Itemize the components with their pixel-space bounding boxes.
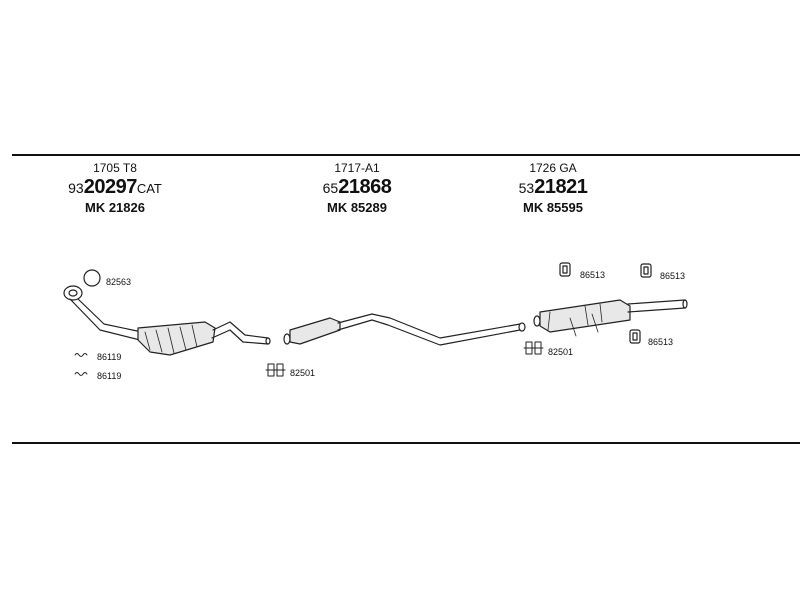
part-number: 6521868 <box>282 177 432 199</box>
part-number-main: 20297 <box>83 176 138 198</box>
mount-rubber-label: 86513 <box>648 337 674 347</box>
clamp-icon <box>265 363 286 377</box>
mk-number: MK 85595 <box>523 200 583 215</box>
mk-number: MK 21826 <box>85 200 145 215</box>
gasket-label: 86119 <box>97 352 122 362</box>
part-code: 1705 T8 <box>93 161 137 175</box>
part-number-suffix: CAT <box>136 181 162 196</box>
gasket-icon <box>74 353 88 376</box>
part-number: 5321821 <box>478 177 628 199</box>
part-code: 1726 GA <box>529 161 577 175</box>
mount-rubber-icon <box>559 262 652 344</box>
mount-rubber-label: 86513 <box>580 270 606 280</box>
mk-number: MK 85289 <box>327 200 387 215</box>
ring-icon <box>83 269 101 287</box>
part-code: 1717-A1 <box>334 161 380 175</box>
part-number-main: 21868 <box>338 176 392 198</box>
part-block-center-silencer: 1717-A1 6521868 MK 85289 <box>282 161 432 216</box>
center-silencer <box>283 313 526 346</box>
part-block-front-pipe: 1705 T8 9320297CAT MK 21826 <box>40 161 190 216</box>
ring-label: 82563 <box>106 277 132 287</box>
bottom-divider <box>12 442 800 444</box>
part-number-prefix: 65 <box>322 180 339 196</box>
part-block-rear-silencer: 1726 GA 5321821 MK 85595 <box>478 161 628 216</box>
part-number-main: 21821 <box>534 176 588 198</box>
front-pipe-catalytic-converter <box>63 285 271 356</box>
part-number-prefix: 93 <box>68 180 84 196</box>
part-number-prefix: 53 <box>518 180 535 196</box>
mount-rubber-label: 86513 <box>660 271 686 281</box>
part-number: 9320297CAT <box>40 177 190 199</box>
clamp-label: 82501 <box>548 347 574 357</box>
clamp-icon <box>523 341 544 355</box>
rear-silencer <box>533 299 688 337</box>
top-divider <box>12 154 800 156</box>
clamp-label: 82501 <box>290 368 316 378</box>
gasket-label: 86119 <box>97 371 122 381</box>
